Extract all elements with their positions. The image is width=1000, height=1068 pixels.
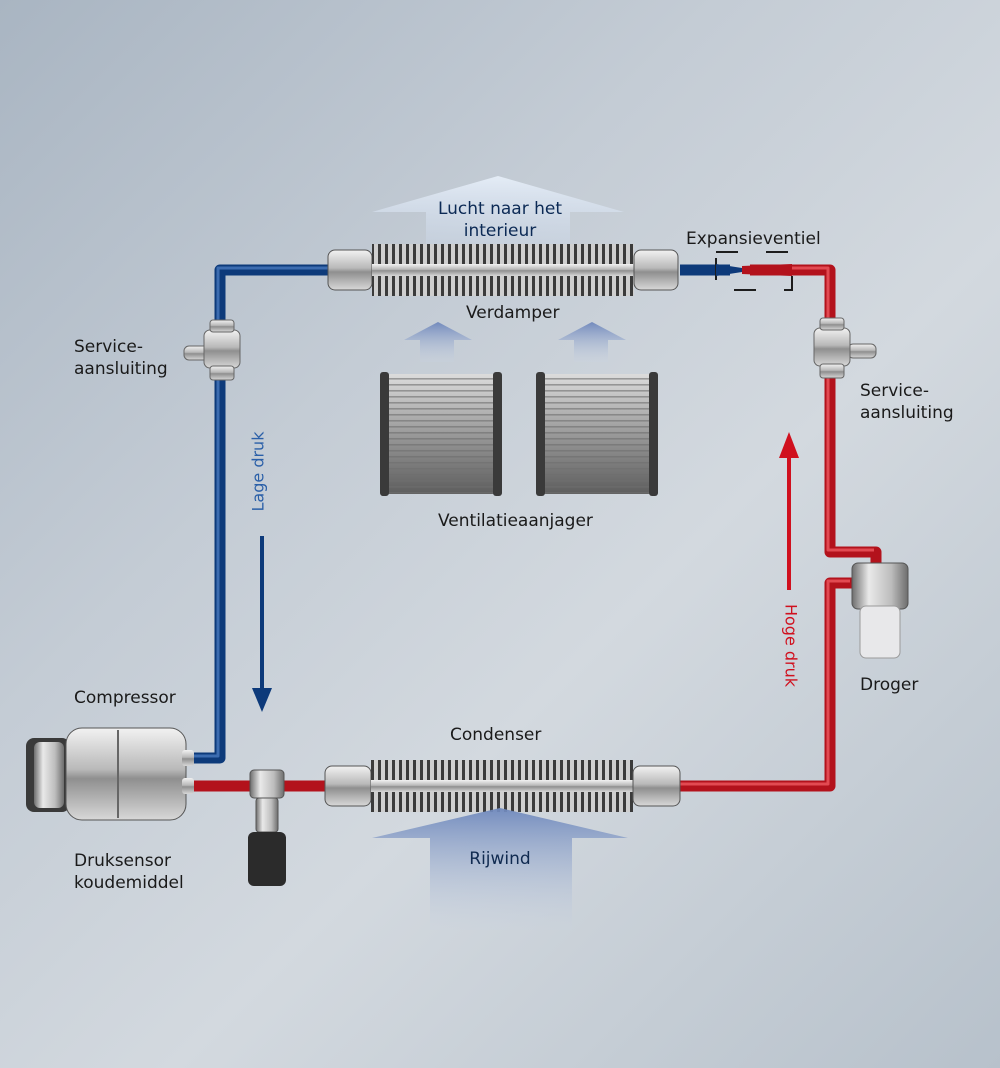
driving-wind-arrow: [372, 808, 628, 930]
air-to-interior-label: Lucht naar het interieur: [437, 199, 563, 241]
driving-wind-label: Rijwind: [469, 849, 531, 869]
fan-label: Ventilatieaanjager: [438, 511, 593, 531]
expansion-valve-label: Expansieventiel: [686, 229, 821, 249]
dryer-label: Droger: [860, 675, 919, 695]
condenser: [324, 760, 681, 812]
compressor-label: Compressor: [74, 688, 176, 708]
compressor: [26, 727, 194, 821]
fan-right: [536, 372, 658, 496]
pressure-sensor-label: Druksensor koudemiddel: [74, 851, 184, 893]
condenser-label: Condenser: [450, 725, 542, 745]
fan-left: [380, 372, 502, 496]
high-pressure-label: Hoge druk: [781, 603, 801, 688]
pressure-sensor: [248, 769, 286, 886]
evaporator: [327, 244, 679, 296]
service-port-left: [183, 319, 241, 381]
low-pressure-label: Lage druk: [248, 431, 268, 512]
service-port-right: [813, 317, 877, 379]
low-pressure-direction-arrow: [252, 536, 272, 712]
high-pressure-line: [190, 264, 882, 792]
service-port-left-label: Service- aansluiting: [74, 337, 168, 379]
high-pressure-direction-arrow: [779, 432, 799, 590]
dryer: [851, 562, 909, 659]
air-to-interior-arrow: [372, 176, 624, 258]
expansion-valve: [715, 251, 793, 291]
fan-air-arrows: [404, 322, 626, 362]
evaporator-label: Verdamper: [466, 303, 560, 323]
service-port-right-label: Service- aansluiting: [860, 381, 954, 423]
